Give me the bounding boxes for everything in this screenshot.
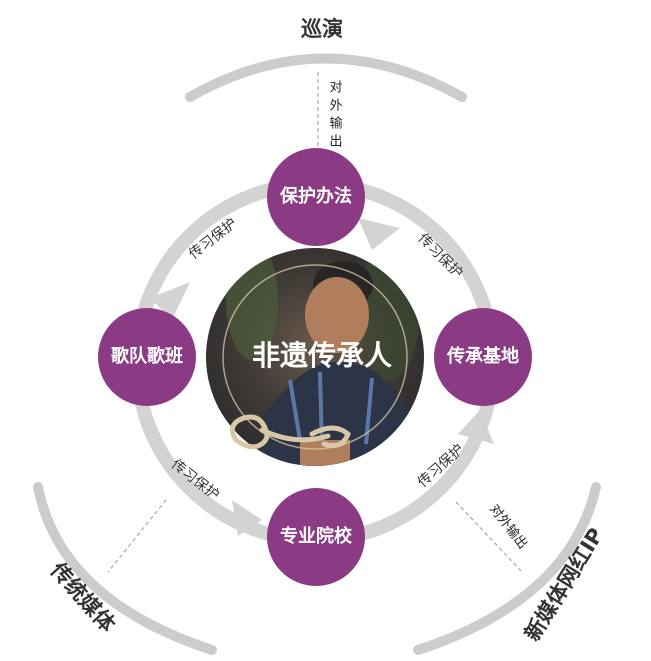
dashed-line-bottom-left — [107, 499, 167, 573]
node-top-label: 保护办法 — [279, 185, 352, 207]
arrow-head-top-left — [150, 282, 190, 320]
output-label-bottom-right: 对外输出 — [486, 501, 531, 552]
outer-label-top: 巡演 — [301, 17, 343, 41]
output-label-top-char: 外 — [329, 99, 342, 114]
outer-arc-bottom-right — [413, 482, 601, 655]
output-label-top-char: 出 — [329, 135, 342, 150]
node-bottom: 专业院校 — [267, 488, 365, 586]
output-label-top: 对 外 输 出 — [329, 81, 342, 150]
dashed-line-bottom-right — [455, 501, 523, 573]
output-label-top-char: 输 — [329, 116, 342, 132]
node-left-label: 歌队歌班 — [111, 345, 183, 367]
node-top: 保护办法 — [267, 148, 365, 246]
node-right-label: 传承基地 — [446, 345, 519, 367]
node-right: 传承基地 — [434, 308, 532, 406]
arrow-head-bottom-right — [458, 410, 494, 444]
outer-arc-top — [185, 53, 467, 102]
node-bottom-label: 专业院校 — [280, 525, 353, 547]
central-photo — [206, 248, 424, 466]
cloud-ornament-icon — [229, 414, 351, 450]
arrow-head-top-right — [358, 218, 400, 250]
arrow-head-bottom-left — [232, 500, 262, 536]
output-label-top-char: 对 — [329, 81, 342, 96]
center-title: 非遗传承人 — [252, 339, 392, 372]
outer-arc-bottom-left — [33, 482, 217, 655]
node-left: 歌队歌班 — [98, 308, 196, 406]
